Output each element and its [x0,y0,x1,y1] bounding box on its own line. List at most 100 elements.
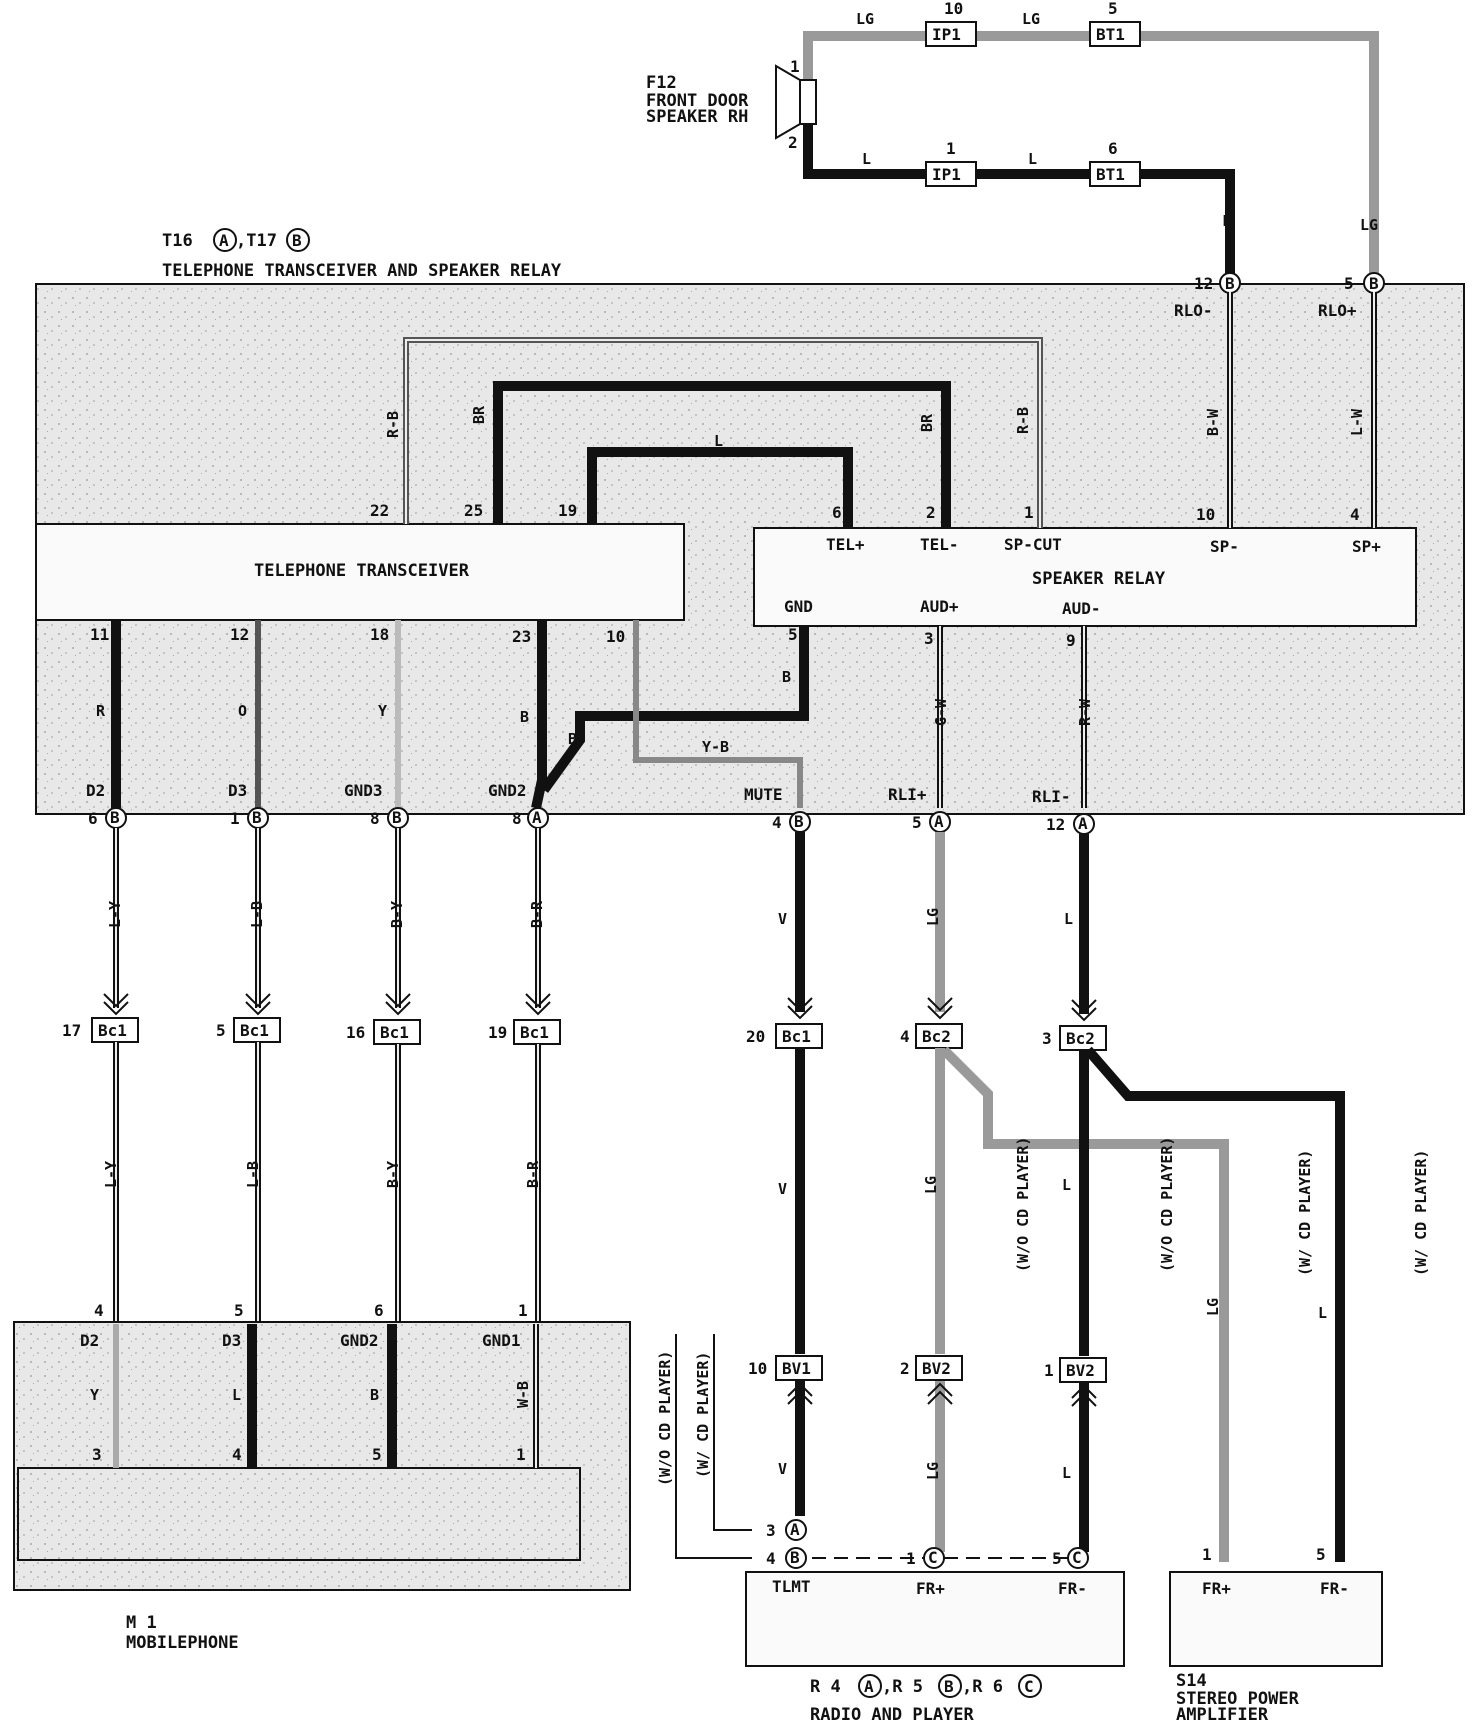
bottom-pin-4: A8 [512,807,549,829]
svg-text:12: 12 [230,625,249,644]
svg-text:5: 5 [912,813,922,832]
svg-text:BT1: BT1 [1096,25,1125,44]
svg-text:1: 1 [1202,1545,1212,1564]
svg-text:18: 18 [370,625,389,644]
radio-pin-4: B4 [766,1547,807,1569]
svg-text:Bc1: Bc1 [240,1021,269,1040]
svg-text:B: B [520,708,529,726]
svg-text:SP+: SP+ [1352,537,1381,556]
svg-text:8: 8 [512,809,522,828]
svg-text:5: 5 [1344,274,1354,293]
svg-text:O: O [238,702,247,720]
svg-text:L-B: L-B [244,1161,262,1188]
svg-text:B-W: B-W [1204,408,1222,436]
svg-text:22: 22 [370,501,389,520]
svg-text:19: 19 [488,1023,507,1042]
wire-yb [633,620,803,808]
svg-text:(W/O CD PLAYER): (W/O CD PLAYER) [1158,1137,1176,1272]
wire-l-top [803,116,1235,282]
svg-text:BR: BR [918,413,936,432]
svg-text:5: 5 [1316,1545,1326,1564]
svg-text:R-B: R-B [384,411,402,438]
svg-text:FR+: FR+ [1202,1579,1231,1598]
svg-text:A: A [219,231,229,250]
bv-connector-2: BV2 2 [900,1355,963,1381]
svg-text:AUD+: AUD+ [920,597,959,616]
svg-text:D2: D2 [86,781,105,800]
svg-text:LG: LG [1204,1298,1222,1316]
svg-text:5: 5 [216,1021,226,1040]
radio-pin-5: C5 [1052,1547,1089,1569]
amplifier-box [1169,1571,1383,1667]
radio-title: RADIO AND PLAYER [810,1705,975,1725]
radio-id-a: R 4 [810,1677,841,1697]
svg-text:MUTE: MUTE [744,785,783,804]
radio-pin-3: A3 [766,1519,807,1541]
svg-text:GND2: GND2 [488,781,527,800]
svg-text:TEL+: TEL+ [826,535,865,554]
speaker-id: F12 [646,73,677,93]
svg-text:RLO-: RLO- [1174,301,1213,320]
svg-text:Bc1: Bc1 [98,1021,127,1040]
svg-text:B: B [292,231,302,250]
svg-text:L: L [1062,1176,1071,1194]
svg-text:5: 5 [1052,1549,1062,1568]
wire-lg-top [803,31,1379,282]
svg-text:LG: LG [924,1462,942,1480]
svg-text:BV2: BV2 [922,1359,951,1378]
mobilephone-wires [113,1324,539,1468]
radio-box [745,1571,1125,1667]
svg-text:L-W: L-W [1348,408,1366,436]
svg-text:1: 1 [906,1549,916,1568]
svg-text:IP1: IP1 [932,25,961,44]
radio-branch-wires [795,1046,1345,1562]
svg-text:B: B [944,1677,954,1696]
svg-text:1: 1 [1024,503,1034,522]
unit-id-b: ,T17 [236,231,277,251]
svg-text:TEL-: TEL- [920,535,959,554]
svg-text:2: 2 [926,503,936,522]
svg-text:C: C [928,1548,938,1567]
radio-id-c: ,R 6 [962,1677,1003,1697]
svg-text:LG: LG [856,10,874,28]
svg-text:L: L [1028,150,1037,168]
unit-title: TELEPHONE TRANSCEIVER AND SPEAKER RELAY [162,261,562,281]
svg-text:(W/ CD PLAYER): (W/ CD PLAYER) [694,1352,712,1478]
svg-text:10: 10 [944,0,963,18]
svg-text:6: 6 [374,1301,384,1320]
svg-text:A: A [864,1677,874,1696]
mobilephone-id: M 1 [126,1613,157,1633]
svg-text:6: 6 [1108,139,1118,158]
wire-b-jump [539,626,809,793]
svg-text:1: 1 [1044,1361,1054,1380]
svg-text:B: B [794,812,804,831]
svg-text:SP-CUT: SP-CUT [1004,535,1062,554]
svg-text:C: C [1024,1677,1034,1696]
svg-text:Y: Y [90,1386,99,1404]
svg-text:A: A [1078,814,1088,833]
svg-text:10: 10 [1196,505,1215,524]
svg-text:R-B: R-B [1014,407,1032,434]
svg-text:2: 2 [900,1359,910,1378]
svg-text:B: B [782,668,791,686]
svg-text:1: 1 [518,1301,528,1320]
radio-id-b: ,R 5 [882,1677,923,1697]
svg-text:4: 4 [900,1027,910,1046]
telephone-transceiver-box [35,523,685,621]
svg-text:L: L [1064,910,1073,928]
svg-text:B-Y: B-Y [388,901,406,928]
svg-text:A: A [790,1520,800,1539]
svg-text:B: B [110,808,120,827]
bottom-pin-1: B6 [88,807,127,829]
unit-id-a: T16 [162,231,193,251]
svg-text:FR-: FR- [1320,1579,1349,1598]
svg-text:L: L [232,1386,241,1404]
amp-line1: STEREO POWER [1176,1689,1300,1709]
ip1-top-connector [925,21,977,47]
svg-text:B: B [1225,274,1235,293]
svg-text:12: 12 [1194,274,1213,293]
